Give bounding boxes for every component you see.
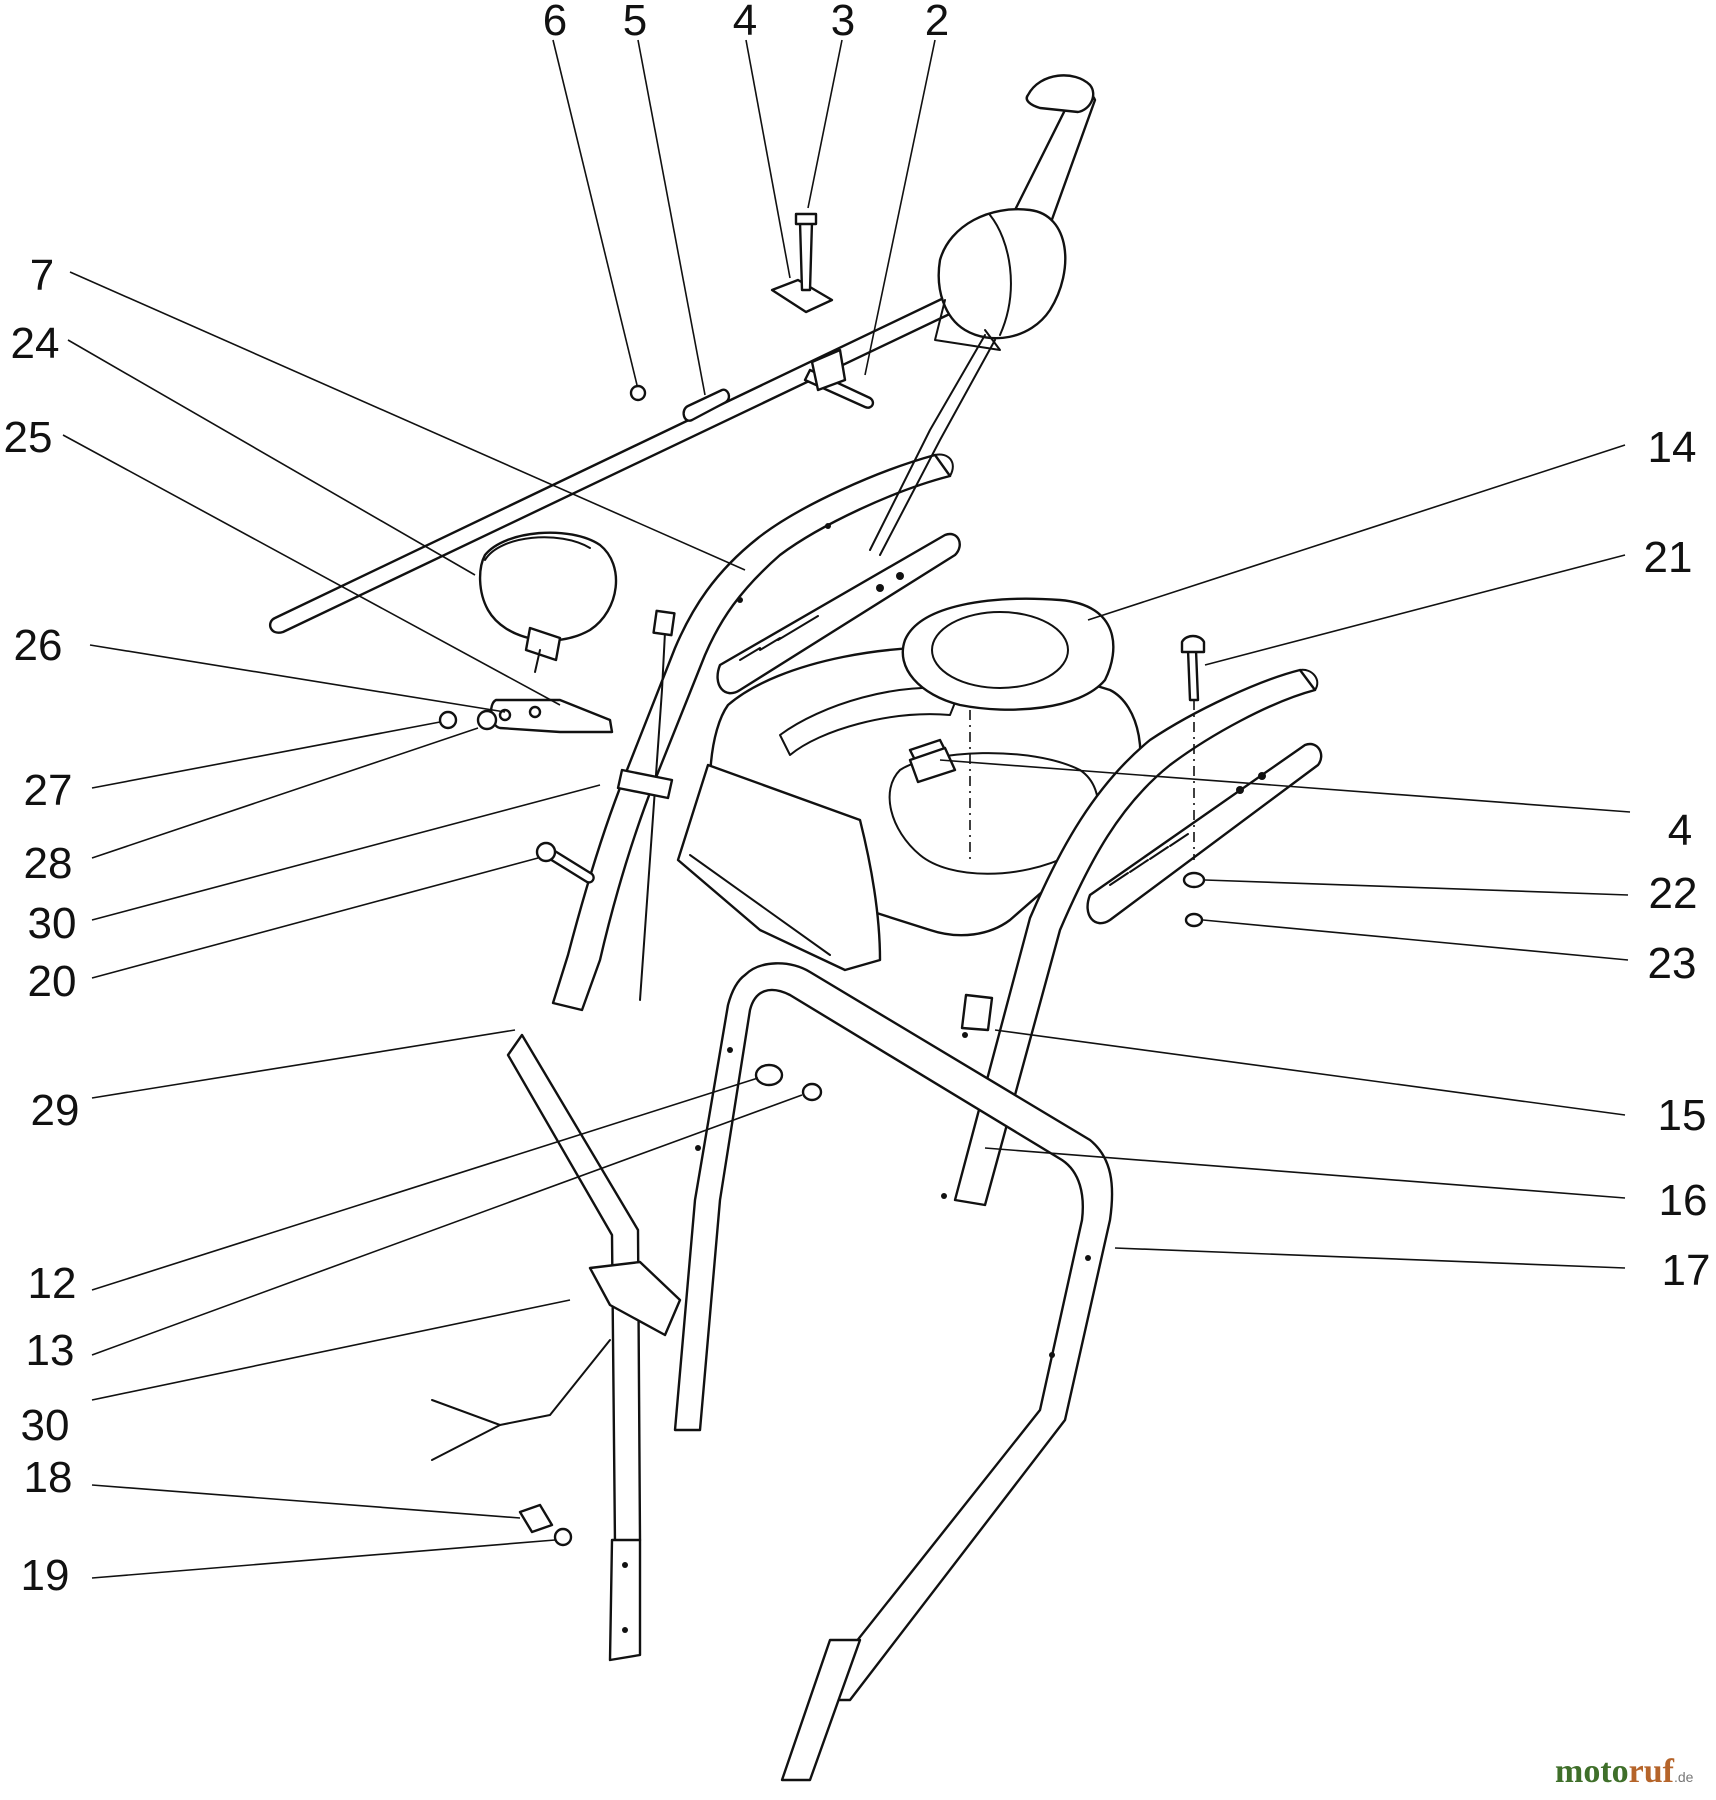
watermark-part2: ruf <box>1629 1753 1675 1790</box>
spacer <box>682 388 731 422</box>
callout-4: 4 <box>1668 806 1692 855</box>
callout-12: 12 <box>28 1259 77 1308</box>
washer-28 <box>476 709 498 731</box>
bolt-18 <box>518 1503 554 1534</box>
callout-25: 25 <box>4 413 53 462</box>
callout-5: 5 <box>623 0 647 45</box>
decal-30-lower <box>588 1260 682 1337</box>
callout-21: 21 <box>1644 533 1693 582</box>
nut-23 <box>1184 912 1204 928</box>
nut-19 <box>553 1527 573 1547</box>
callout-4: 4 <box>733 0 757 45</box>
callout-30: 30 <box>21 1401 70 1450</box>
headlight <box>478 531 618 642</box>
nut-6 <box>629 384 647 402</box>
callout-19: 19 <box>21 1551 70 1600</box>
watermark: motoruf.de <box>1555 1753 1694 1790</box>
callout-15: 15 <box>1658 1091 1707 1140</box>
callout-labels: 6 5 4 3 2 7 24 25 26 27 28 30 20 29 12 1… <box>4 0 1711 1600</box>
callout-18: 18 <box>24 1453 73 1502</box>
nut-13 <box>801 1082 823 1102</box>
washer-22 <box>1182 871 1206 889</box>
callout-27: 27 <box>24 766 73 815</box>
leader-lines <box>62 39 1631 1579</box>
callout-16: 16 <box>1659 1176 1708 1225</box>
callout-29: 29 <box>31 1086 80 1135</box>
washer-12 <box>754 1063 784 1087</box>
washer-27 <box>438 710 458 730</box>
bolt-20 <box>543 846 595 884</box>
upper-right-handle <box>953 668 1317 1207</box>
callout-13: 13 <box>26 1326 75 1375</box>
callout-22: 22 <box>1649 869 1698 918</box>
callout-24: 24 <box>11 319 60 368</box>
watermark-suffix: .de <box>1674 1769 1694 1785</box>
decal-plate <box>901 597 1115 711</box>
callout-7: 7 <box>30 251 54 300</box>
callout-30: 30 <box>28 899 77 948</box>
callout-17: 17 <box>1662 1246 1711 1295</box>
lower-loop-handle <box>673 962 1114 1702</box>
callout-14: 14 <box>1648 423 1697 472</box>
bolt-21 <box>1186 648 1200 702</box>
callout-6: 6 <box>543 0 567 45</box>
callout-28: 28 <box>24 839 73 888</box>
shift-rod <box>268 293 960 634</box>
watermark-part1: moto <box>1555 1753 1629 1790</box>
callout-23: 23 <box>1648 939 1697 988</box>
control-panel <box>676 763 882 972</box>
callout-20: 20 <box>28 957 77 1006</box>
right-control-grip <box>1086 742 1323 925</box>
shift-housing <box>937 208 1067 340</box>
callout-2: 2 <box>925 0 949 45</box>
clip-15 <box>960 993 994 1032</box>
callout-3: 3 <box>831 0 855 45</box>
lever-bracket <box>770 278 834 314</box>
svg-text:motoruf.de: motoruf.de <box>1555 1753 1694 1790</box>
parts-layer <box>268 74 1323 1782</box>
callout-26: 26 <box>14 621 63 670</box>
